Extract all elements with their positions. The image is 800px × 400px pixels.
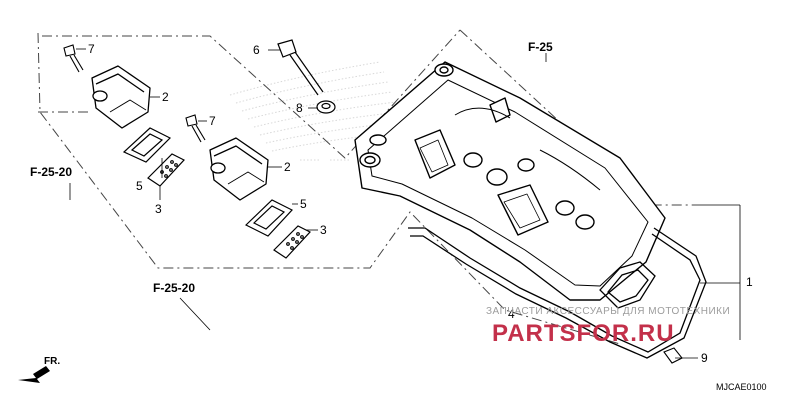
leader-lines [69,48,741,359]
background-logo-hatch [229,61,409,161]
grommet-rear [244,199,293,237]
callout-6: 6 [253,43,260,57]
ignition-coil-front [91,65,151,129]
front-label: FR. [44,356,61,367]
ref-label-left-lower: F-25-20 [153,281,196,295]
coil-bolt-front [63,44,84,73]
callout-8: 8 [296,101,303,115]
washer [316,100,336,114]
callout-2b: 2 [284,160,291,174]
cylinder-head-cover [354,61,666,301]
callout-3a: 3 [155,202,162,216]
callout-5a: 5 [136,179,143,193]
head-cover-gasket [408,227,707,359]
coil-seal-rear [273,225,311,259]
ignition-coil-rear [209,137,269,201]
callout-3b: 3 [320,223,327,237]
coil-bolt-rear [185,114,206,143]
plug [663,347,683,364]
callout-2a: 2 [162,90,169,104]
callout-1: 1 [746,275,753,289]
watermark-logo-text: PARTSFOR.RU [492,320,675,347]
ref-label-left-upper: F-25-20 [30,165,73,179]
callout-5b: 5 [300,197,307,211]
diagram-code: MJCAE0100 [716,382,767,392]
callout-9: 9 [701,351,708,365]
coil-seal-front [147,153,185,187]
ref-label-top: F-25 [528,40,553,54]
callout-7b: 7 [209,114,216,128]
watermark-tagline: ЗАПЧАСТИ АКСЕССУАРЫ ДЛЯ МОТОТЕХНИКИ [486,306,731,317]
cover-bolt [277,39,324,96]
front-arrow-icon [18,366,50,383]
assembly-boundary [37,29,700,345]
grommet-front [122,127,172,163]
callout-7a: 7 [88,42,95,56]
callout-4: 4 [508,307,515,321]
